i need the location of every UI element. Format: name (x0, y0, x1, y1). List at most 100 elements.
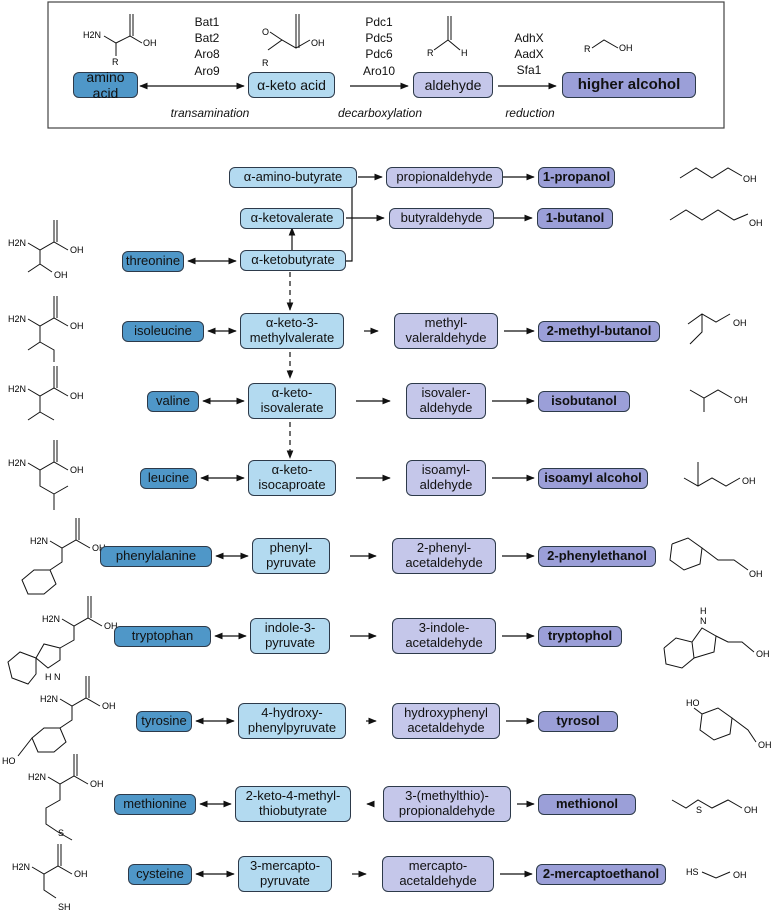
valine-oh: OH (70, 391, 84, 401)
aldehyde-box-cysteine: mercapto- acetaldehyde (382, 856, 494, 892)
legend-keto-r: R (262, 58, 269, 68)
legend-keto-oh: OH (311, 38, 325, 48)
tryptophol-benzene (663, 637, 695, 669)
keto-acid-box-cysteine: 3-mercapto- pyruvate (238, 856, 332, 892)
keto-acid-box-tyrosine: 4-hydroxy- phenylpyruvate (238, 703, 346, 739)
alcohol-box-methionine: methionol (538, 793, 636, 815)
tryptophan-side (59, 626, 75, 649)
alcohol-box-leucine: isoamyl alcohol (538, 467, 648, 489)
mercaptoethanol-oh: OH (733, 870, 747, 880)
tyrosine-backbone (59, 697, 101, 707)
phenylalanine-oh: OH (92, 543, 106, 553)
isoamyl-oh: OH (742, 476, 756, 486)
tryptophan-nh: H N (45, 672, 61, 682)
tryptophol-oh: OH (756, 649, 770, 659)
amino-acid-box-tryptophan: tryptophan (114, 625, 211, 647)
legend-alcohol-r: R (584, 44, 591, 54)
legend-frame (47, 1, 725, 129)
methionine-nh2: H2N (28, 772, 46, 782)
methylbutanol-chain (687, 313, 731, 325)
legend-alcohol-oh: OH (619, 43, 633, 53)
legend-transamination-label: transamination (170, 106, 250, 120)
threonine-side (39, 250, 53, 273)
tryptophan-benzene (7, 651, 37, 685)
amino-acid-box-phenylalanine: phenylalanine (100, 545, 212, 567)
tryptophan-backbone (61, 617, 103, 627)
aldehyde-box-phenylalanine: 2-phenyl- acetaldehyde (392, 538, 496, 574)
valine-side2 (39, 411, 55, 421)
amino-acid-box-threonine: threonine (122, 250, 184, 272)
alcohol-box-isoleucine: 2-methyl-butanol (538, 320, 660, 342)
valine-backbone (27, 387, 69, 397)
phenylalanine-ring (21, 569, 57, 595)
butyraldehyde-box: butyraldehyde (389, 208, 494, 229)
phenylethanol-oh: OH (749, 569, 763, 579)
cysteine-sh: SH (58, 902, 71, 912)
leucine-oh: OH (70, 465, 84, 475)
phenylalanine-nh2: H2N (30, 536, 48, 546)
alcohol-box-tyrosine: tyrosol (538, 710, 618, 732)
butanol-structure (669, 209, 749, 221)
legend-keto-o: O (262, 27, 269, 37)
leucine-side (39, 470, 55, 510)
propanol-box: 1-propanol (538, 167, 615, 188)
keto-acid-box-valine: α-keto- isovalerate (248, 383, 336, 419)
legend-decarboxylation-enzymes: Pdc1 Pdc5 Pdc6 Aro10 (362, 15, 396, 78)
keto-acid-box-methionine: 2-keto-4-methyl- thiobutyrate (235, 786, 351, 822)
amino-acid-box-methionine: methionine (114, 793, 196, 815)
phenylalanine-backbone (49, 539, 91, 549)
threonine-me (27, 263, 41, 273)
isoleucine-side (27, 326, 41, 351)
legend-transamination-enzymes: Bat1 Bat2 Aro8 Aro9 (194, 15, 220, 78)
keto-acid-box-leucine: α-keto- isocaproate (248, 460, 336, 496)
amino-acid-box-tyrosine: tyrosine (136, 710, 192, 732)
tryptophol-h: H (700, 606, 707, 616)
methionol-s: S (696, 805, 702, 815)
legend-aldehyde-structure (433, 16, 461, 51)
isoleucine-nh2: H2N (8, 314, 26, 324)
alcohol-box-phenylalanine: 2-phenylethanol (538, 545, 656, 567)
isoleucine-side2 (39, 341, 55, 362)
tryptophol-pyrrole (691, 627, 717, 659)
isoamyl-chain (683, 477, 741, 487)
threonine-backbone (27, 241, 69, 251)
methionine-s: S (58, 828, 64, 838)
phenylethanol-ring (669, 537, 703, 571)
ketovalerate-box: α-ketovalerate (240, 208, 344, 229)
tyrosol-ho-bond (693, 707, 703, 715)
threonine-oh2: OH (54, 270, 68, 280)
legend-keto-acid-box: α-keto acid (248, 72, 335, 98)
legend-reduction-label: reduction (505, 106, 555, 120)
propionaldehyde-box: propionaldehyde (386, 167, 503, 188)
keto-acid-box-phenylalanine: phenyl- pyruvate (252, 538, 330, 574)
mercaptoethanol-hs: HS (686, 867, 699, 877)
isoleucine-oh: OH (70, 321, 84, 331)
amino-acid-box-isoleucine: isoleucine (122, 320, 204, 342)
cysteine-nh2: H2N (12, 862, 30, 872)
butanol-box: 1-butanol (537, 208, 613, 229)
mercaptoethanol-chain (701, 871, 731, 879)
isobutanol-chain (689, 389, 733, 399)
tryptophan-pyrrole (35, 643, 61, 669)
methionol-oh: OH (744, 805, 758, 815)
tryptophol-n: N (700, 616, 707, 626)
cysteine-side (43, 874, 57, 899)
leucine-side2 (53, 485, 69, 495)
cysteine-backbone (31, 865, 73, 875)
propanol-structure (679, 167, 743, 179)
aminobutyrate-box: α-amino-butyrate (229, 167, 357, 188)
tyrosine-ring (31, 727, 67, 753)
phenylalanine-side (49, 548, 63, 571)
valine-nh2: H2N (8, 384, 26, 394)
legend-amino-nh2: H2N (83, 30, 101, 40)
alcohol-box-cysteine: 2-mercaptoethanol (536, 863, 666, 885)
legend-aldehyde-r: R (427, 48, 434, 58)
tyrosine-nh2: H2N (40, 694, 58, 704)
legend-amino-acid-box: amino acid (73, 69, 138, 101)
tyrosol-chain (731, 717, 757, 743)
tyrosol-ring (699, 707, 733, 741)
tyrosine-ho: HO (2, 756, 16, 766)
